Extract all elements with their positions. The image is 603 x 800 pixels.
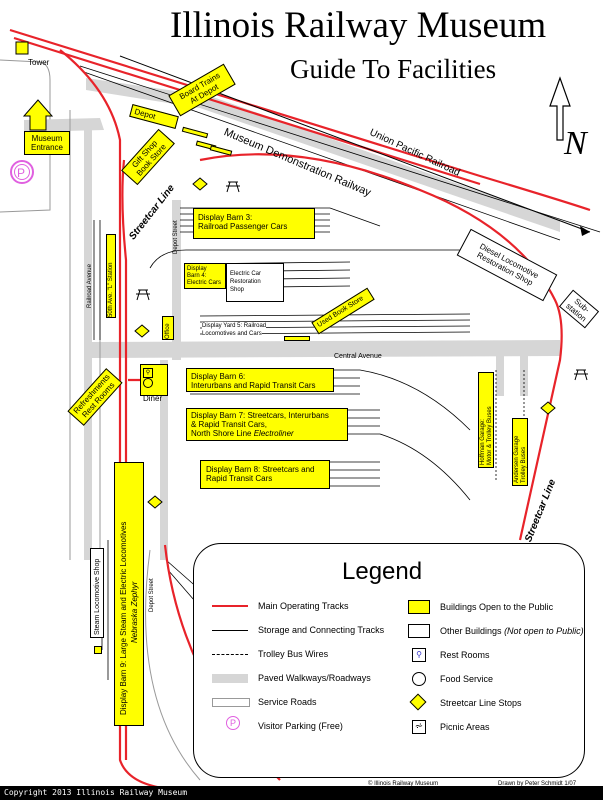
legend-service-swatch xyxy=(212,698,250,707)
parking-icon xyxy=(10,160,34,184)
legend-main-track-swatch xyxy=(212,605,248,607)
depot-street-lower-label: Depot Street xyxy=(149,578,155,612)
restroom-icon: ⚲ xyxy=(143,368,153,378)
legend-restroom-icon: ⚲ xyxy=(412,648,426,662)
display-barn-9: Display Barn 9: Large Steam and Electric… xyxy=(114,462,144,726)
legend-other-swatch xyxy=(408,624,430,638)
legend-storage-swatch xyxy=(212,630,248,631)
display-barn-6-line2: Interurbans and Rapid Transit Cars xyxy=(191,381,316,390)
svg-text:P: P xyxy=(17,166,25,180)
display-barn-4: Display Barn 4: Electric Cars xyxy=(184,263,226,289)
legend-trolley-swatch xyxy=(212,654,248,655)
display-barn-9-line2: Nebraska Zephyr xyxy=(130,581,139,643)
legend-food-label: Food Service xyxy=(440,674,494,684)
electric-restoration-line2: Restoration xyxy=(230,279,261,285)
depot-street-label: Depot Street xyxy=(173,220,179,254)
office-label: Office xyxy=(165,323,171,339)
picnic-icons xyxy=(136,181,588,381)
display-barn-3-line1: Display Barn 3: xyxy=(198,213,253,222)
legend-other-label-text: Other Buildings xyxy=(440,626,502,636)
tower xyxy=(15,41,29,55)
page-subtitle: Guide To Facilities xyxy=(290,54,497,84)
streetcar-stops xyxy=(134,177,556,509)
display-barn-4-line2: Barn 4: xyxy=(187,273,207,279)
diner-label: Diner xyxy=(143,394,163,403)
museum-entrance-line1: Museum xyxy=(31,134,63,143)
display-barn-7: Display Barn 7: Streetcars, Interurbans … xyxy=(186,408,348,441)
display-barn-3-line2: Railroad Passenger Cars xyxy=(198,222,288,231)
station-50th: 50th Ave. "L" Station xyxy=(106,234,116,318)
electric-restoration-line1: Electric Car xyxy=(230,271,262,277)
legend-picnic-icon: ⩫ xyxy=(412,720,426,734)
north-label: N xyxy=(564,125,587,162)
hoffman-line1: Hoffman Garage: xyxy=(480,419,486,465)
andersen-line1: Andersen Garage xyxy=(514,435,520,483)
legend-open-label: Buildings Open to the Public xyxy=(440,602,554,612)
display-barn-4-line3: Electric Cars xyxy=(187,280,222,286)
legend-panel: Legend Main Operating Tracks Storage and… xyxy=(193,543,585,778)
central-avenue-label: Central Avenue xyxy=(334,353,382,360)
legend-main-track-label: Main Operating Tracks xyxy=(258,601,349,611)
display-barn-7-line2: & Rapid Transit Cars, xyxy=(191,420,268,429)
legend-picnic-label: Picnic Areas xyxy=(440,722,490,732)
north-arrow xyxy=(549,76,571,141)
steam-shop-annex xyxy=(94,646,102,654)
legend-storage-label: Storage and Connecting Tracks xyxy=(258,625,385,635)
legend-parking-label: Visitor Parking (Free) xyxy=(258,721,343,731)
diner: ⚲ Diner xyxy=(140,364,168,403)
display-barn-8-line1: Display Barn 8: Streetcars and xyxy=(206,465,315,474)
hoffman-garage: Hoffman Garage: Motor & Trolley Buses xyxy=(478,372,494,468)
footer-museum: © Illinois Railway Museum xyxy=(368,781,439,787)
legend-paved-label: Paved Walkways/Roadways xyxy=(258,673,371,683)
legend-stop-label: Streetcar Line Stops xyxy=(440,698,522,708)
display-barn-6-line1: Display Barn 6: xyxy=(191,372,246,381)
legend-paved-swatch xyxy=(212,674,248,683)
legend-service-label: Service Roads xyxy=(258,697,317,707)
steam-shop-label: Steam Locomotive Shop xyxy=(94,558,101,635)
museum-entrance: Museum Entrance xyxy=(24,131,70,155)
museum-entrance-line2: Entrance xyxy=(30,143,64,152)
legend-open-swatch xyxy=(408,600,430,614)
legend-title: Legend xyxy=(342,558,423,585)
display-barn-7-line3b: Electroliner xyxy=(253,429,294,438)
copyright-bar: Copyright 2013 Illinois Railway Museum xyxy=(0,786,603,800)
display-barn-6: Display Barn 6: Interurbans and Rapid Tr… xyxy=(186,368,334,392)
electric-restoration-shop: Electric Car Restoration Shop xyxy=(226,263,284,302)
display-barn-7-line3: North Shore Line Electroliner xyxy=(191,429,343,438)
legend-food-icon xyxy=(412,672,426,686)
food-icon xyxy=(143,378,153,388)
steam-locomotive-shop: Steam Locomotive Shop xyxy=(90,548,104,638)
legend-trolley-label: Trolley Bus Wires xyxy=(258,649,329,659)
parking-lot-outline xyxy=(0,59,51,213)
andersen-line2: Trolley Buses xyxy=(521,446,527,483)
legend-stop-icon xyxy=(409,693,427,711)
legend-other-label: Other Buildings (Not open to Public) xyxy=(440,626,584,636)
legend-other-note: (Not open to Public) xyxy=(504,626,584,636)
display-barn-7-line1: Display Barn 7: Streetcars, Interurbans xyxy=(191,411,329,420)
used-book-store-building xyxy=(284,336,310,341)
railroad-avenue-label: Railroad Avenue xyxy=(87,264,93,308)
display-barn-9-line1: Display Barn 9: Large Steam and Electric… xyxy=(119,521,128,715)
display-barn-8-line2: Rapid Transit Cars xyxy=(206,474,273,483)
display-yard-5-line1: Display Yard 5: Railroad xyxy=(202,322,267,331)
footer-drawn: Drawn by Peter Schmidt 1/07 xyxy=(498,781,577,787)
entrance-arrow xyxy=(22,99,54,131)
display-barn-4-line1: Display xyxy=(187,266,207,272)
page-title: Illinois Railway Museum xyxy=(170,5,547,46)
display-barn-8: Display Barn 8: Streetcars and Rapid Tra… xyxy=(200,460,330,489)
station-50th-label: 50th Ave. "L" Station xyxy=(108,262,114,317)
tower-label: Tower xyxy=(28,58,50,67)
display-barn-3: Display Barn 3: Railroad Passenger Cars xyxy=(193,208,315,239)
andersen-garage: Andersen Garage Trolley Buses xyxy=(512,418,528,486)
display-yard-5-line2: Locomotives and Cars xyxy=(202,330,262,339)
display-barn-7-line3a: North Shore Line xyxy=(191,429,254,438)
office-building: Office xyxy=(162,316,174,340)
electric-restoration-line3: Shop xyxy=(230,287,245,293)
legend-restroom-label: Rest Rooms xyxy=(440,650,490,660)
legend-parking-icon: P xyxy=(226,716,240,730)
hoffman-line2: Motor & Trolley Buses xyxy=(487,406,493,465)
service-roads xyxy=(69,110,201,781)
